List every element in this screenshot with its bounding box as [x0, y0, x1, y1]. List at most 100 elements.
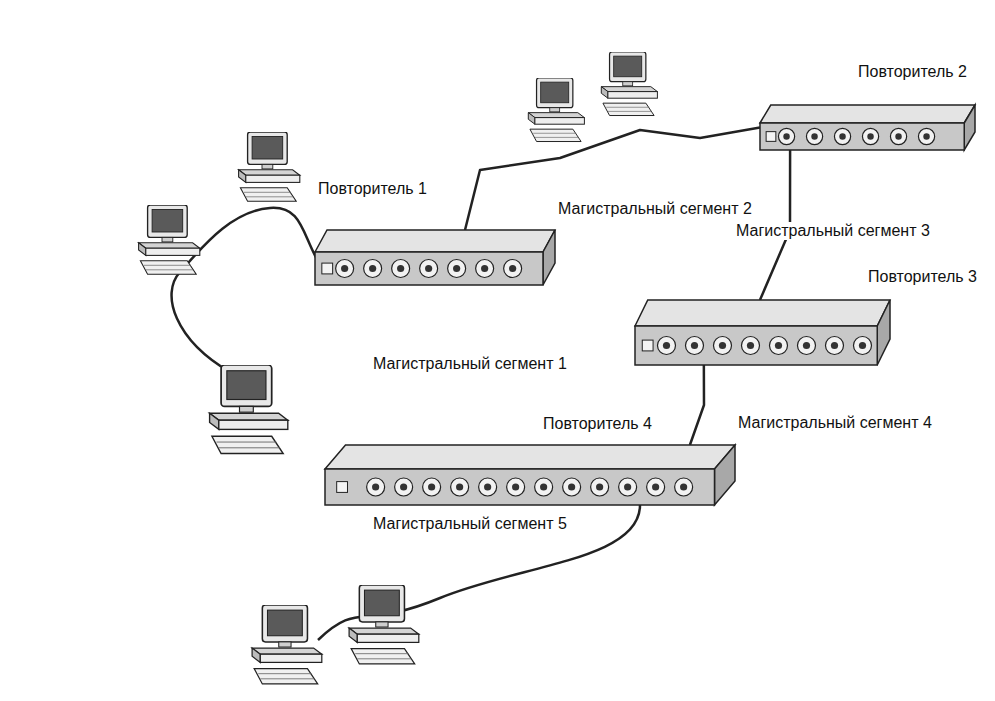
repeater-body [315, 230, 555, 285]
repeater-label: Повторитель 3 [865, 268, 980, 286]
bnc-connector [890, 128, 906, 144]
bnc-connector [563, 478, 581, 496]
repeater-body [325, 445, 735, 505]
bnc-pin [747, 342, 754, 349]
repeater-top [325, 445, 735, 469]
computer-icon [601, 52, 657, 116]
bnc-pin [783, 133, 789, 139]
bnc-connector [451, 478, 469, 496]
bnc-pin [484, 483, 491, 490]
bnc-connector [367, 478, 385, 496]
computer-icon [210, 365, 288, 454]
bnc-connector [392, 260, 410, 278]
repeater: Повторитель 2 [760, 105, 975, 150]
bnc-pin [397, 265, 404, 272]
computer-icon [349, 585, 419, 664]
coax-cable [465, 128, 760, 231]
bnc-pin [481, 265, 488, 272]
segment-label: Магистральный сегмент 3 [733, 222, 933, 240]
bnc-pin [456, 483, 463, 490]
bnc-connector [741, 337, 759, 355]
bnc-connector [647, 478, 665, 496]
bnc-pin [803, 342, 810, 349]
bnc-pin [867, 133, 873, 139]
bnc-connector [420, 260, 438, 278]
computer-icon [528, 78, 584, 142]
repeater-side [877, 300, 890, 365]
bnc-connector [769, 337, 787, 355]
bnc-pin [839, 133, 845, 139]
bnc-connector [507, 478, 525, 496]
bnc-pin [923, 133, 929, 139]
bnc-pin [369, 265, 376, 272]
status-led [642, 340, 653, 351]
bnc-pin [775, 342, 782, 349]
repeater-front [325, 469, 715, 505]
bnc-pin [895, 133, 901, 139]
repeater-side [964, 105, 975, 150]
repeater-body [635, 300, 890, 365]
bnc-connector [862, 128, 878, 144]
bnc-connector [834, 128, 850, 144]
bnc-connector [423, 478, 441, 496]
coax-cable [690, 365, 704, 445]
bnc-pin [652, 483, 659, 490]
computer-icon [252, 605, 322, 684]
repeater-front [635, 326, 877, 365]
bnc-pin [425, 265, 432, 272]
bnc-pin [428, 483, 435, 490]
bnc-pin [512, 483, 519, 490]
repeater-label: Повторитель 2 [855, 63, 970, 81]
status-led [766, 132, 776, 142]
bnc-connector [713, 337, 731, 355]
repeater-label: Повторитель 1 [315, 180, 430, 198]
bnc-connector [395, 478, 413, 496]
bnc-pin [691, 342, 698, 349]
bnc-connector [797, 337, 815, 355]
bnc-connector [336, 260, 354, 278]
repeater-top [315, 230, 555, 252]
bnc-pin [341, 265, 348, 272]
segment-label: Магистральный сегмент 1 [370, 355, 570, 373]
repeater-side [715, 445, 736, 505]
segment-label: Магистральный сегмент 5 [370, 515, 570, 533]
status-led [337, 482, 348, 493]
bnc-pin [624, 483, 631, 490]
bnc-pin [400, 483, 407, 490]
repeater-front [315, 252, 543, 285]
repeater-body [760, 105, 975, 150]
bnc-connector [364, 260, 382, 278]
bnc-connector [591, 478, 609, 496]
segment-label: Магистральный сегмент 4 [735, 414, 935, 432]
bnc-connector [825, 337, 843, 355]
repeater: Повторитель 1 [315, 230, 555, 285]
repeater-top [760, 105, 975, 123]
bnc-connector [657, 337, 675, 355]
bnc-pin [453, 265, 460, 272]
bnc-pin [568, 483, 575, 490]
bnc-pin [811, 133, 817, 139]
bnc-pin [680, 483, 687, 490]
repeater-side [543, 230, 555, 285]
bnc-connector [918, 128, 934, 144]
bnc-pin [663, 342, 670, 349]
bnc-connector [535, 478, 553, 496]
repeater-label: Повторитель 4 [540, 415, 655, 433]
bnc-pin [859, 342, 866, 349]
bnc-connector [806, 128, 822, 144]
bnc-connector [675, 478, 693, 496]
segment-label: Магистральный сегмент 2 [555, 200, 755, 218]
bnc-connector [685, 337, 703, 355]
bnc-pin [596, 483, 603, 490]
bnc-pin [540, 483, 547, 490]
bnc-connector [853, 337, 871, 355]
bnc-connector [476, 260, 494, 278]
bnc-pin [831, 342, 838, 349]
repeater: Повторитель 3 [635, 300, 890, 365]
bnc-pin [509, 265, 516, 272]
bnc-connector [479, 478, 497, 496]
computer-icon [239, 132, 300, 201]
status-led [322, 263, 333, 274]
repeater-front [760, 123, 964, 150]
